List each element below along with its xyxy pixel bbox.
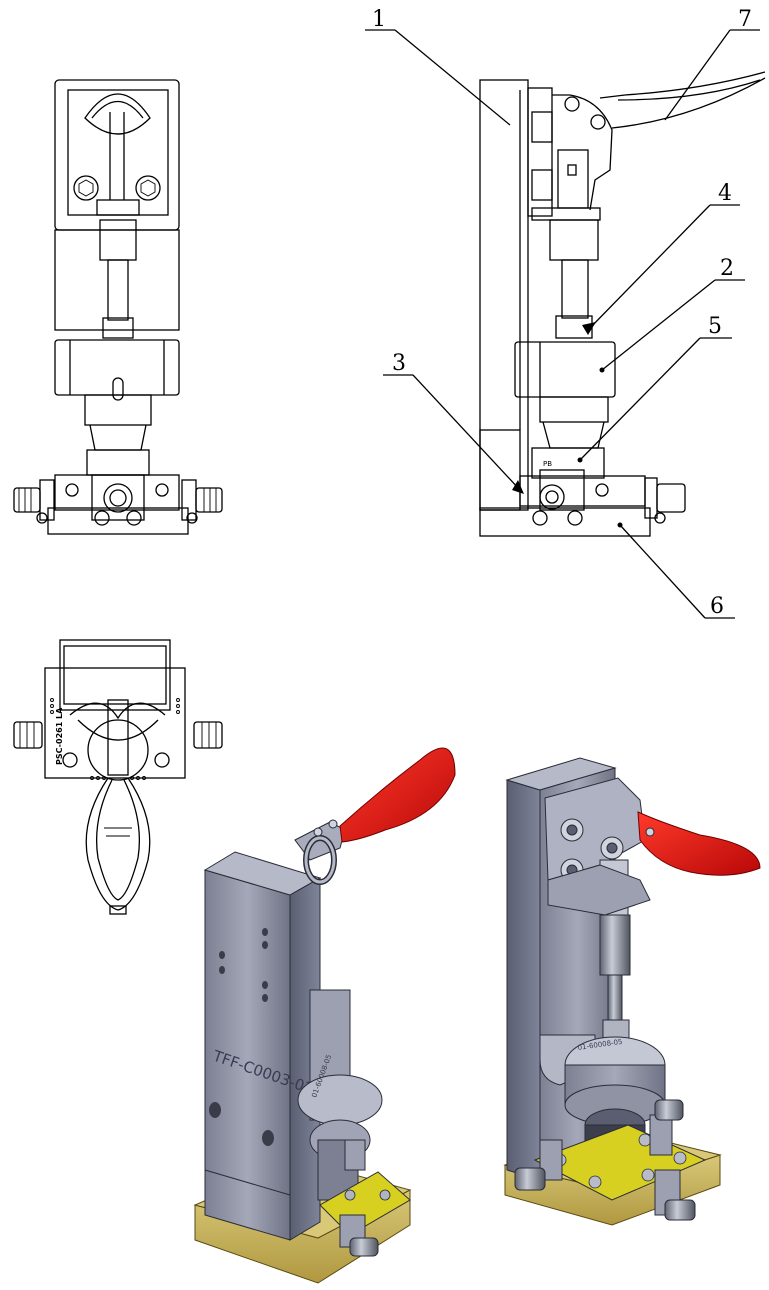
callout-1: 1 (372, 7, 386, 32)
front-view-drawing (13, 79, 223, 535)
board-part-mark: PSC-0261 LA (55, 707, 64, 765)
callout-3: 3 (392, 351, 406, 376)
callout-leaders (365, 29, 760, 619)
callout-7: 7 (738, 7, 752, 32)
small-part-mark: PB (543, 460, 552, 468)
callout-5: 5 (708, 314, 722, 339)
callout-2: 2 (720, 256, 734, 281)
isometric-render-right: 01-60008-05 (503, 757, 761, 1226)
callout-4: 4 (718, 181, 732, 206)
isometric-render-left: TFF-C0003-02 01-60008-05 (193, 747, 456, 1284)
callout-6: 6 (710, 594, 724, 619)
callout-labels: 1 4 2 5 3 6 7 (372, 7, 752, 619)
top-view-drawing: PSC-0261 LA (13, 639, 223, 915)
side-view-drawing: PB (479, 71, 766, 537)
